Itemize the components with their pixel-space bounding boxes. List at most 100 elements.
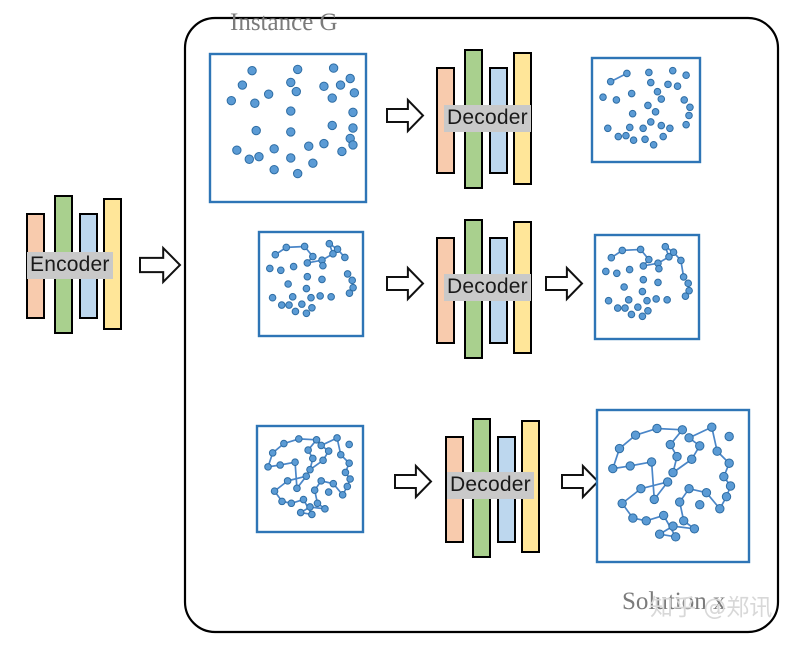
plot-partial-tour-input-frame xyxy=(257,230,365,338)
plot-final-solution-node-12 xyxy=(625,461,635,471)
plot-partial-tour-input-node-25 xyxy=(307,293,315,302)
arrow-row3-decoder-to-box xyxy=(561,463,600,500)
plot-instance-nodes-node-18 xyxy=(348,123,358,133)
plot-step1-partial-tour-node-18 xyxy=(628,109,637,118)
plot-instance-nodes-frame xyxy=(208,52,368,204)
plot-partial-tour-input-node-22 xyxy=(345,289,354,297)
plot-partial-tour-output-node-17 xyxy=(639,275,648,284)
plot-partial-tour-input-node-30 xyxy=(298,300,306,308)
plot-final-solution-node-31 xyxy=(641,516,651,526)
plot-partial-tour-input-node-24 xyxy=(288,293,297,301)
plot-step1-partial-tour-node-1 xyxy=(606,77,615,86)
plot-instance-nodes-node-22 xyxy=(348,140,358,150)
plot-full-tour-input-node-8 xyxy=(324,447,333,455)
plot-partial-tour-output-node-1 xyxy=(607,253,616,262)
plot-full-tour-input-node-36 xyxy=(296,508,305,517)
plot-full-tour-input-node-13 xyxy=(291,458,299,467)
plot-step1-partial-tour-node-28 xyxy=(622,131,630,140)
plot-partial-tour-input-node-12 xyxy=(266,264,274,273)
plot-step1-partial-tour-node-12 xyxy=(673,82,682,91)
plot-partial-tour-input-node-23 xyxy=(268,293,277,302)
plot-partial-tour-input-node-28 xyxy=(277,301,286,309)
plot-partial-tour-output-node-27 xyxy=(663,296,671,304)
plot-partial-tour-input-node-11 xyxy=(319,261,327,270)
plot-final-solution-node-5 xyxy=(724,431,734,442)
plot-instance-nodes-node-5 xyxy=(237,80,248,90)
plot-full-tour-input-node-17 xyxy=(306,465,314,474)
plot-final-solution-edge-31 xyxy=(650,461,656,501)
plot-full-tour-input-node-22 xyxy=(346,475,354,483)
plot-full-tour-input-node-20 xyxy=(283,477,292,485)
plot-partial-tour-input-node-29 xyxy=(285,301,293,309)
plot-final-solution-node-33 xyxy=(668,521,678,531)
plot-final-solution-node-3 xyxy=(677,425,688,435)
plot-final-solution-node-19 xyxy=(662,477,673,487)
plot-instance-nodes-node-27 xyxy=(337,146,347,157)
caption-instance-g: Instance G xyxy=(230,9,338,36)
plot-final-solution-node-17 xyxy=(668,467,678,478)
plot-full-tour-input-node-7 xyxy=(304,446,312,454)
plot-instance-nodes-node-30 xyxy=(286,153,296,163)
plot-step1-partial-tour-node-29 xyxy=(629,136,638,145)
plot-partial-tour-input-node-18 xyxy=(318,275,326,284)
plot-partial-tour-output-frame xyxy=(593,233,701,341)
plot-partial-tour-input-node-4 xyxy=(309,252,317,261)
plot-full-tour-input-node-24 xyxy=(343,482,352,491)
plot-partial-tour-output-node-18 xyxy=(654,278,662,287)
plot-partial-tour-input xyxy=(266,239,357,318)
plot-full-tour-input-node-25 xyxy=(270,487,279,495)
plot-partial-tour-output-node-20 xyxy=(685,286,693,295)
plot-partial-tour-output-node-31 xyxy=(644,306,652,315)
plot-partial-tour-input-node-9 xyxy=(341,253,349,262)
plot-full-tour-input xyxy=(264,434,354,519)
plot-final-solution-node-1 xyxy=(630,430,641,440)
plot-partial-tour-output-node-28 xyxy=(613,304,622,312)
arrow-row2-box-to-decoder xyxy=(386,265,425,302)
instance-g-container xyxy=(183,16,780,634)
plot-final-solution-node-21 xyxy=(684,483,694,494)
plot-instance-nodes-node-9 xyxy=(349,88,360,98)
plot-instance-nodes-node-32 xyxy=(269,164,279,175)
plot-instance-nodes-node-8 xyxy=(335,80,346,90)
plot-full-tour-input-node-30 xyxy=(278,497,286,506)
plot-partial-tour-input-node-7 xyxy=(325,239,334,248)
plot-full-tour-input-node-37 xyxy=(308,510,316,519)
plot-step1-partial-tour-node-22 xyxy=(625,123,634,132)
plot-step1-partial-tour-node-24 xyxy=(657,121,666,130)
encoder-label: Encoder xyxy=(27,252,113,279)
plot-instance-nodes-node-33 xyxy=(292,168,303,179)
plot-partial-tour-input-node-32 xyxy=(291,307,300,316)
decoder-row3-label: Decoder xyxy=(447,472,534,499)
plot-full-tour-input-node-9 xyxy=(317,441,325,450)
plot-step1-partial-tour-node-31 xyxy=(649,140,658,149)
plot-instance-nodes-node-4 xyxy=(345,73,355,84)
plot-final-solution-node-16 xyxy=(724,458,734,468)
plot-step1-partial-tour-node-26 xyxy=(682,120,690,129)
plot-final-solution-node-30 xyxy=(628,513,638,523)
plot-step1-partial-tour-node-4 xyxy=(668,66,677,75)
plot-partial-tour-input-node-8 xyxy=(333,245,342,254)
plot-partial-tour-output-node-14 xyxy=(625,265,634,274)
arrow-row2-decoder-to-box xyxy=(545,265,584,302)
plot-full-tour-input-node-2 xyxy=(295,435,303,443)
arrow-encoder-to-container xyxy=(139,245,182,285)
plot-full-tour-input-node-4 xyxy=(333,434,341,442)
plot-final-solution-node-28 xyxy=(695,500,705,510)
plot-partial-tour-output-node-8 xyxy=(669,248,678,257)
plot-step1-partial-tour-node-32 xyxy=(659,132,667,141)
plot-instance-nodes-node-14 xyxy=(327,93,337,103)
plot-instance-nodes-node-12 xyxy=(291,86,301,97)
decoder-row1-label: Decoder xyxy=(444,105,531,132)
plot-step1-partial-tour-node-27 xyxy=(614,132,623,141)
plot-partial-tour-output-node-15 xyxy=(679,273,688,281)
plot-final-solution-node-36 xyxy=(654,529,665,539)
plot-partial-tour-output-node-13 xyxy=(612,269,621,278)
plot-full-tour-input-node-33 xyxy=(306,503,314,511)
decoder-row2-label: Decoder xyxy=(444,274,531,301)
plot-final-solution-node-25 xyxy=(617,498,627,509)
plot-instance-nodes-node-24 xyxy=(269,144,279,154)
plot-step1-partial-tour-node-15 xyxy=(680,96,689,104)
plot-instance-nodes-node-2 xyxy=(292,64,303,75)
plot-final-solution-node-20 xyxy=(636,483,646,494)
